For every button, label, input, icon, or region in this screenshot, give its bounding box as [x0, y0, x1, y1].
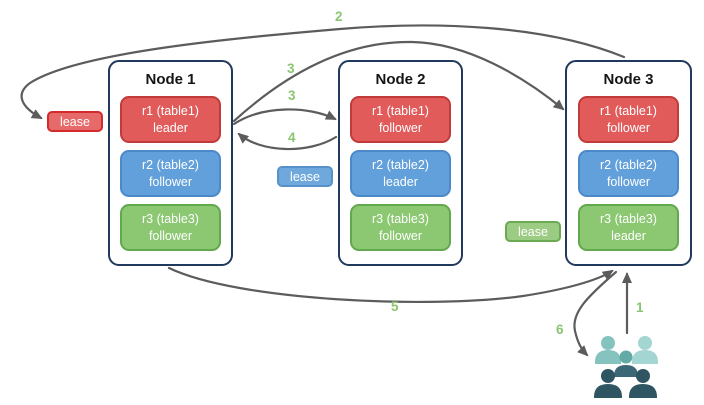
replica-r3-node3: r3 (table3) leader	[578, 204, 679, 251]
step-label-1: 1	[636, 300, 644, 315]
person-dark-1	[594, 369, 622, 398]
replica-name: r1 (table1)	[372, 104, 429, 119]
replica-role: follower	[378, 120, 423, 135]
replica-role: leader	[611, 228, 646, 243]
person-dark-2	[629, 369, 657, 398]
replica-r1-node1: r1 (table1) leader	[120, 96, 221, 143]
lease-badge-red: lease	[47, 111, 103, 132]
person-light-2	[632, 336, 658, 364]
step-label-3-to-node3: 3	[287, 61, 295, 76]
lease-badge-blue: lease	[277, 166, 333, 187]
replica-r1-node2: r1 (table1) follower	[350, 96, 451, 143]
replica-name: r3 (table3)	[372, 212, 429, 227]
step-label-6: 6	[556, 322, 564, 337]
replica-role: follower	[606, 174, 651, 189]
replica-r3-node1: r3 (table3) follower	[120, 204, 221, 251]
replica-name: r2 (table2)	[142, 158, 199, 173]
replica-name: r1 (table1)	[142, 104, 199, 119]
arrow-step3-leader-to-node2	[232, 108, 337, 126]
node-title: Node 1	[145, 71, 196, 88]
node-card-1: Node 1 r1 (table1) leader r2 (table2) fo…	[108, 60, 233, 266]
step-label-3-to-node2: 3	[288, 88, 296, 103]
person-light-1	[595, 336, 621, 364]
replica-name: r3 (table3)	[600, 212, 657, 227]
node-title: Node 2	[375, 71, 426, 88]
node-card-2: Node 2 r1 (table1) follower r2 (table2) …	[338, 60, 463, 266]
step-label-2: 2	[335, 9, 343, 24]
step-label-4: 4	[288, 130, 296, 145]
replica-role: follower	[378, 228, 423, 243]
replica-name: r1 (table1)	[600, 104, 657, 119]
replica-name: r2 (table2)	[372, 158, 429, 173]
replica-role: leader	[383, 174, 418, 189]
replica-role: follower	[148, 174, 193, 189]
replica-name: r2 (table2)	[600, 158, 657, 173]
person-center	[614, 350, 638, 377]
replica-r2-node1: r2 (table2) follower	[120, 150, 221, 197]
replica-role: follower	[606, 120, 651, 135]
replica-r2-node3: r2 (table2) follower	[578, 150, 679, 197]
replica-role: follower	[148, 228, 193, 243]
replica-r1-node3: r1 (table1) follower	[578, 96, 679, 143]
users-group-icon	[594, 336, 658, 398]
step-label-5: 5	[391, 299, 399, 314]
replica-r3-node2: r3 (table3) follower	[350, 204, 451, 251]
node-card-3: Node 3 r1 (table1) follower r2 (table2) …	[565, 60, 692, 266]
replica-role: leader	[153, 120, 188, 135]
replica-r2-node2: r2 (table2) leader	[350, 150, 451, 197]
replica-name: r3 (table3)	[142, 212, 199, 227]
lease-badge-green: lease	[505, 221, 561, 242]
arrow-step5-node1-to-node3	[167, 266, 614, 304]
node-title: Node 3	[603, 71, 654, 88]
